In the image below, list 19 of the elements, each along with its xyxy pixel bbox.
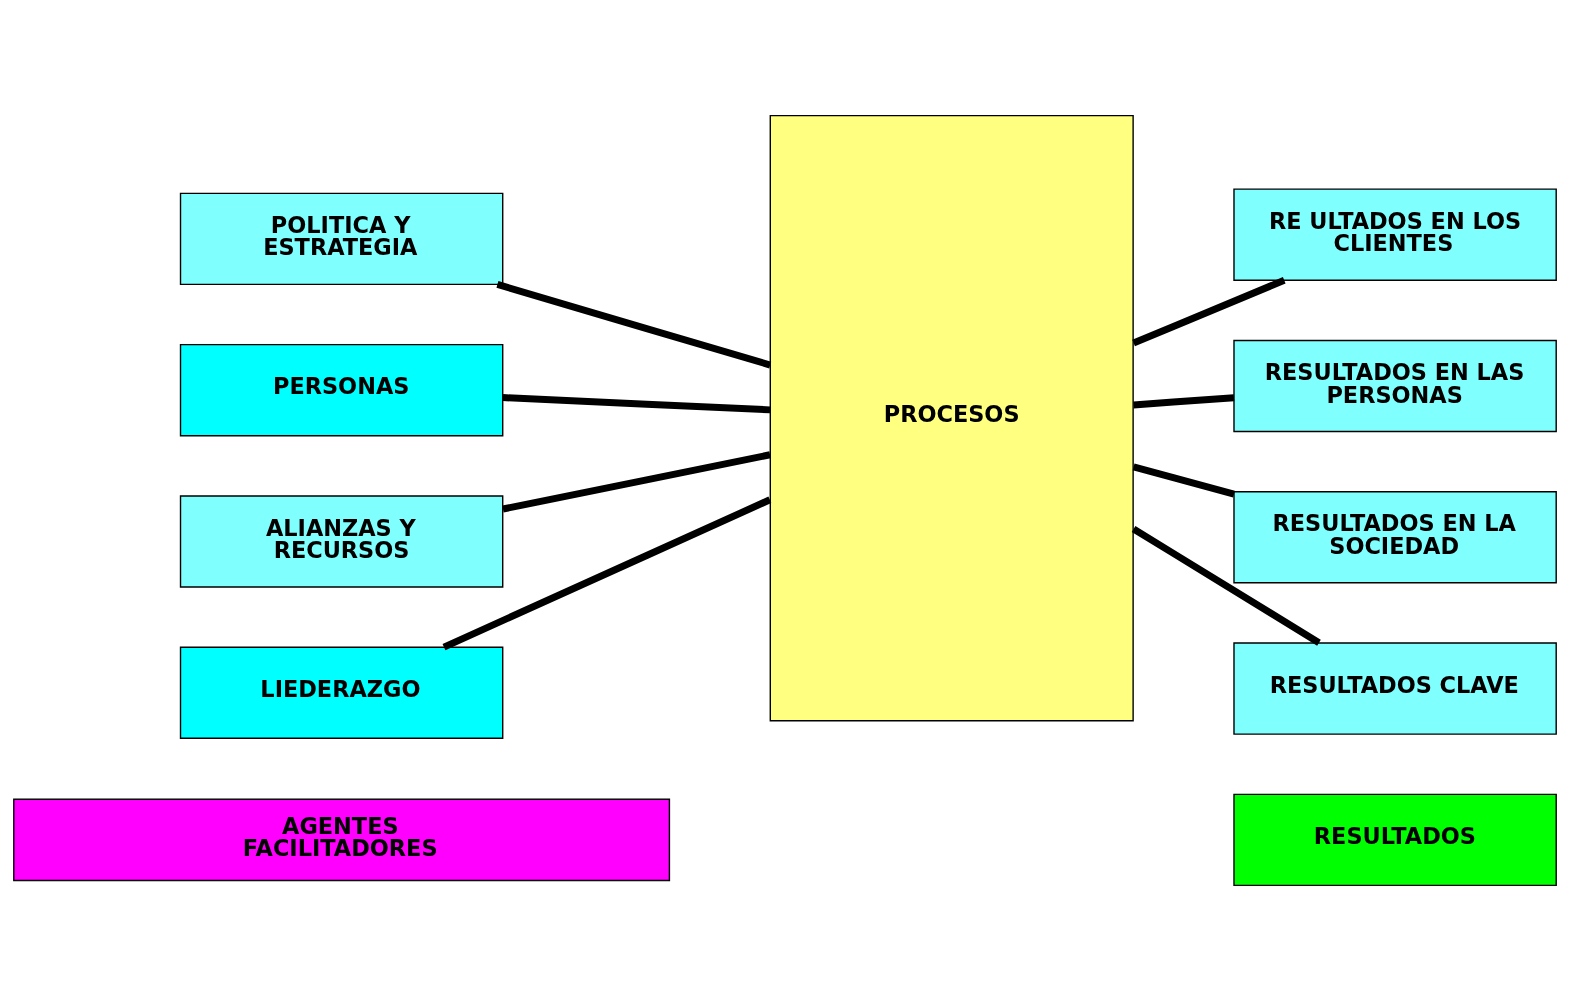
node-box: RESULTADOS [1233,793,1557,886]
node-box: POLITICA Y ESTRATEGIA [179,192,504,285]
node-box: LIEDERAZGO [179,646,504,739]
node-box: RESULTADOS CLAVE [1233,641,1557,735]
connector [502,450,771,512]
connector [1132,463,1235,497]
connector [442,496,772,650]
node-box: RESULTADOS EN LA SOCIEDAD [1233,490,1557,583]
connector [496,280,772,368]
node-box: PROCESOS [769,114,1134,721]
node-box: RESULTADOS EN LAS PERSONAS [1233,339,1557,432]
connector [1133,393,1235,408]
connector [1131,525,1321,646]
connector [502,393,771,413]
node-box: RE ULTADOS EN LOS CLIENTES [1233,187,1557,281]
node-box: PERSONAS [179,343,504,436]
connector [1132,276,1286,346]
node-box: ALIANZAS Y RECURSOS [179,494,504,588]
node-box: AGENTES FACILITADORES [13,798,671,881]
